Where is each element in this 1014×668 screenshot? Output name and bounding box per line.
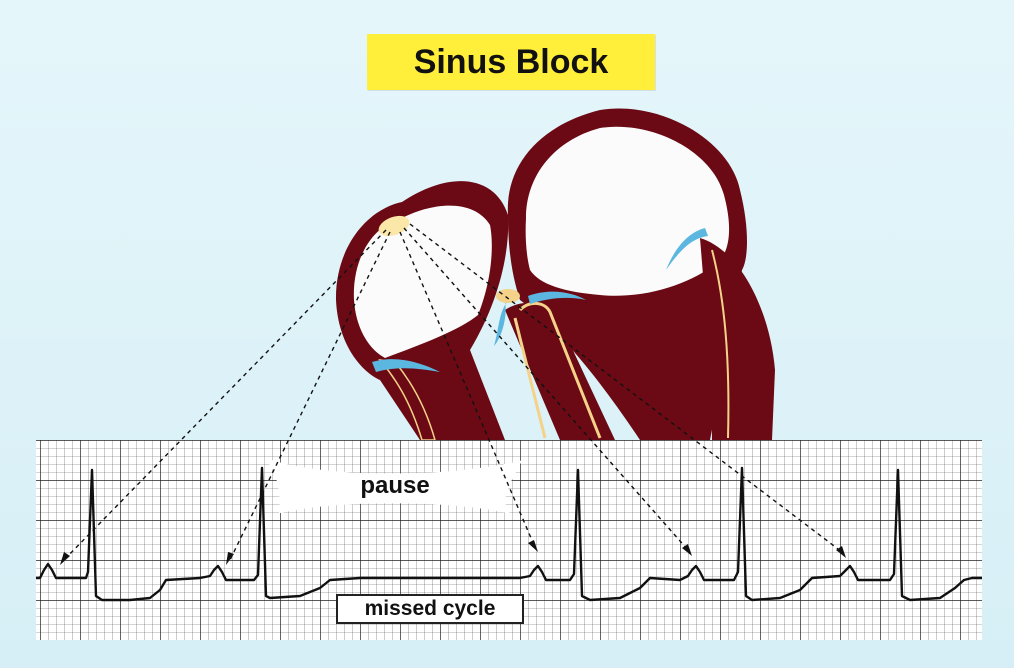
page-title: Sinus Block: [367, 34, 655, 90]
pause-label: pause: [315, 472, 475, 500]
heart-diagram: [336, 108, 775, 440]
missed-cycle-label: missed cycle: [336, 594, 524, 624]
av-node: [496, 289, 520, 303]
